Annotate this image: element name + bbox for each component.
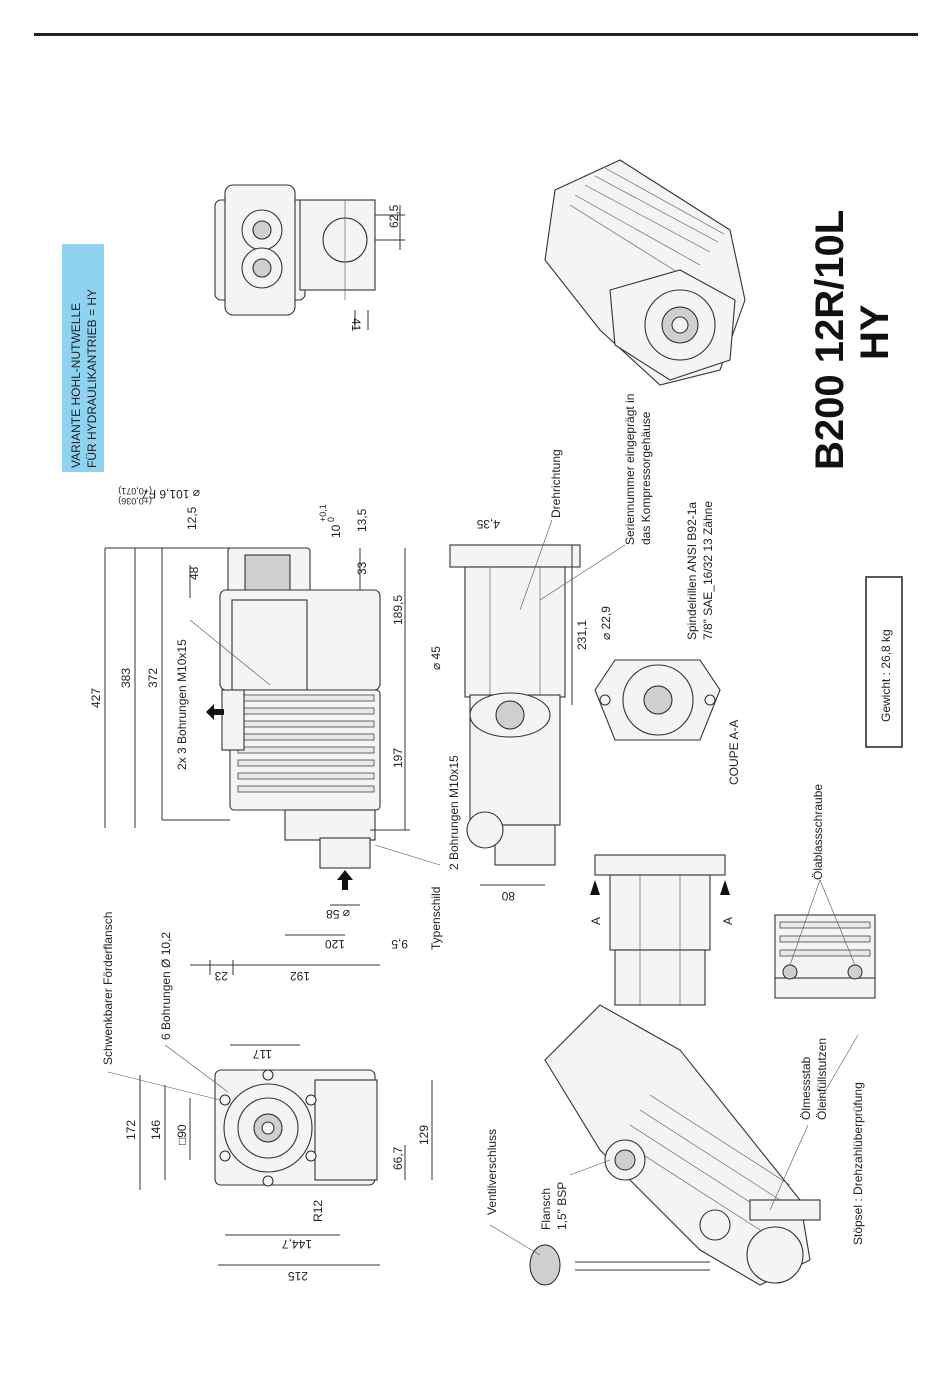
variant-line1: VARIANTE HOHL-NUTWELLE [69, 303, 83, 468]
iso-view-bottom [529, 1004, 821, 1286]
variant-box [62, 244, 104, 472]
dim-12-5: 12,5 [185, 506, 199, 530]
label-schwenkbar: Schwenkbarer Förderflansch [101, 912, 115, 1065]
dim-9-5: 9,5 [391, 937, 408, 951]
flange-dim-lines [139, 1044, 433, 1266]
dim-45: ⌀ 45 [429, 646, 443, 670]
dim-4-35: 4,35 [476, 517, 500, 531]
label-stoepsel: Stöpsel : Drehzahlüberprüfung [851, 1082, 865, 1245]
dim-10-tol2: 0 [326, 517, 336, 522]
dim-58: ⌀ 58 [326, 907, 350, 921]
label-spindel-1: Spindelrillen ANSI B92-1a [685, 502, 699, 640]
weight-box [865, 576, 903, 748]
title-line1: B200 12R/10L [808, 210, 852, 470]
label-spindel-2: 7/8" SAE_16/32 13 Zähne [701, 501, 715, 640]
dim-10: 10 [329, 524, 343, 538]
label-flansch-2: 1,5" BSP [555, 1182, 569, 1230]
dim-10-tol: +0,1 [318, 504, 328, 522]
variant-line2: FÜR HYDRAULIKANTRIEB = HY [85, 289, 99, 468]
dim-41: 41 [349, 318, 363, 332]
label-drehrichtung: Drehrichtung [549, 449, 563, 518]
main-dim-lines [104, 547, 410, 975]
label-bohrungen-6: 6 Bohrungen Ø 10,2 [159, 932, 173, 1040]
dim-r12: R12 [311, 1200, 325, 1222]
dim-146: 146 [149, 1120, 163, 1140]
label-oelmess: Ölmessstab [799, 1056, 813, 1120]
front-view-middle [449, 544, 581, 866]
dim-120: 120 [325, 937, 345, 951]
iso-view-top [544, 159, 746, 386]
side-view-main [206, 547, 381, 890]
dim-101-tol2: (+0,036) [118, 496, 152, 506]
dim-215: 215 [288, 1269, 308, 1283]
dim-231-1: 231,1 [575, 620, 589, 650]
dim-90: □90 [175, 1124, 189, 1145]
dim-62-5: 62,5 [387, 204, 401, 228]
dim-23: 23 [214, 969, 228, 983]
end-view-top [214, 184, 405, 330]
title-line2: HY [853, 304, 897, 360]
dim-22-9: ⌀ 22,9 [599, 606, 613, 640]
flange-view-bottom [214, 1069, 378, 1187]
top-rule [34, 33, 918, 36]
dim-189-5: 189,5 [391, 595, 405, 625]
coupe-view [594, 659, 721, 741]
dim-383: 383 [119, 668, 133, 688]
dim-13-5: 13,5 [355, 508, 369, 532]
label-ventil: Ventilverschluss [485, 1129, 499, 1215]
dim-129: 129 [417, 1125, 431, 1145]
dim-144-7: 144,7 [282, 1237, 312, 1251]
section-a-right: A [721, 917, 735, 925]
label-typenschild: Typenschild [429, 887, 443, 950]
section-a-left: A [589, 917, 603, 925]
label-serien-2: das Kompressorgehäuse [639, 411, 653, 545]
dim-48: 48 [187, 566, 201, 580]
dim-192: 192 [290, 969, 310, 983]
label-flansch-1: Flansch [539, 1188, 553, 1230]
dim-372: 372 [146, 668, 160, 688]
dim-117: 117 [253, 1047, 272, 1061]
weight-text: Gewicht : 26,8 kg [879, 629, 893, 722]
label-bohrungen-2: 2 Bohrungen M10x15 [447, 755, 461, 870]
dim-80: 80 [501, 889, 515, 903]
dim-427: 427 [89, 688, 103, 708]
label-coupe: COUPE A-A [727, 720, 741, 785]
oil-drain-view [774, 879, 876, 999]
dim-101-6: ⌀ 101,6 F7 [142, 487, 200, 501]
label-oeleinf: Öleinfüllstutzen [815, 1038, 829, 1120]
dim-197: 197 [391, 748, 405, 768]
dim-101-tol: (+0,071) [118, 486, 152, 496]
label-bohrungen-2x3: 2x 3 Bohrungen M10x15 [175, 639, 189, 770]
section-a-view [590, 854, 730, 1006]
dim-33: 33 [355, 561, 369, 575]
dim-172: 172 [124, 1120, 138, 1140]
label-serien-1: Seriennummer eingeprägt in [623, 394, 637, 545]
label-oelablass: Ölablassschraube [811, 784, 825, 880]
dim-66-7: 66,7 [391, 1146, 405, 1170]
